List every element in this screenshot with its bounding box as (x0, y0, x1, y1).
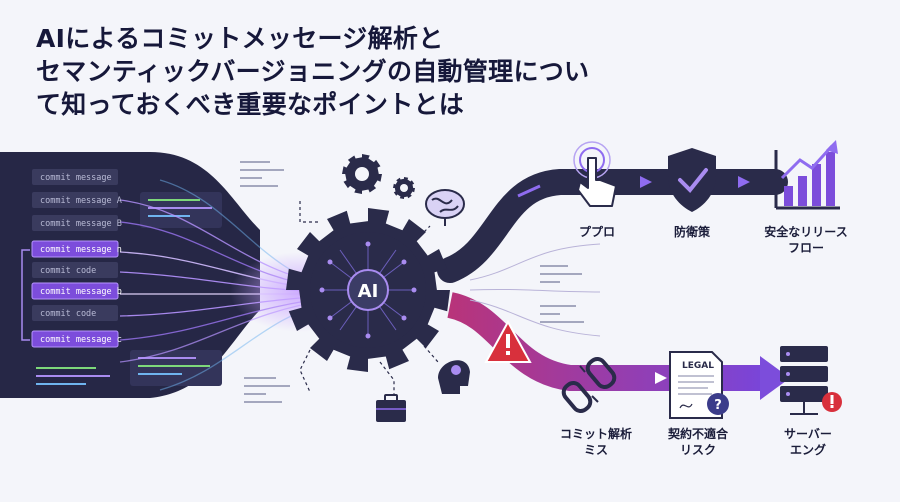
code-snippet-top (140, 192, 222, 228)
svg-text:エング: エング (790, 442, 826, 457)
commit-chip: commit message B (32, 215, 122, 231)
commit-chip: commit message (32, 169, 118, 185)
svg-text:ププロ: ププロ (579, 224, 615, 239)
svg-text:フロー: フロー (788, 241, 824, 255)
hand-pointer-icon (573, 141, 617, 207)
svg-text:防衛策: 防衛策 (674, 224, 711, 239)
code-decoration (240, 161, 584, 403)
legal-document-icon: LEGAL ? (669, 351, 729, 419)
commit-chip-label: commit message b (40, 287, 122, 297)
ai-label: AI (358, 281, 379, 302)
commit-chip-label: commit code (40, 309, 96, 319)
risk-arrowhead (760, 356, 790, 400)
svg-text:コミット解析: コミット解析 (560, 426, 632, 441)
commit-chip: commit message b (31, 282, 122, 300)
commit-chip: commit message c (31, 330, 122, 348)
warning-icon (484, 319, 532, 363)
commit-chip-label: commit code (40, 266, 96, 276)
branch-lines (469, 243, 601, 337)
svg-text:安全なリリース: 安全なリリース (764, 224, 847, 239)
benefit-path (437, 169, 788, 283)
benefit-arrow-1 (640, 176, 652, 188)
commit-chip-label: commit message c (40, 335, 122, 345)
risk-label-3: サーバー エング (784, 427, 832, 457)
benefit-label-1: ププロ (579, 224, 615, 239)
benefit-label-3: 安全なリリース フロー (764, 224, 847, 255)
commit-chip: commit code (32, 262, 118, 278)
title-line-3: て知っておくべき重要なポイントとは (36, 90, 465, 119)
commit-chip: commit message n (31, 240, 122, 258)
broken-chain-icon (561, 356, 617, 414)
code-snippet-left (36, 367, 110, 385)
head-gear-icon (438, 360, 470, 394)
connector-lines (299, 200, 439, 396)
brain-icon (425, 189, 465, 226)
commit-bracket (21, 249, 30, 341)
ai-engine: AI (286, 208, 450, 372)
page-title: AIによるコミットメッセージ解析と セマンティックバージョニングの自動管理につい… (36, 22, 636, 121)
benefit-path-arrow (517, 184, 541, 198)
benefit-arrow-2 (738, 176, 750, 188)
commit-chip: commit code (32, 305, 118, 321)
benefit-label-2: 防衛策 (674, 224, 711, 239)
risk-arrow-1 (655, 372, 667, 384)
svg-text:契約不適合: 契約不適合 (667, 426, 729, 441)
commit-chip-label: commit message (40, 173, 112, 183)
growth-chart-icon (774, 140, 840, 210)
svg-text:サーバー: サーバー (784, 427, 832, 441)
commit-chip-label: commit message B (40, 219, 122, 229)
commit-chip: commit message A (32, 192, 122, 208)
risk-label-1: コミット解析 ミス (560, 426, 632, 457)
gear-icon (393, 177, 415, 199)
legal-doc-header: LEGAL (682, 361, 714, 371)
title-line-2: セマンティックバージョニングの自動管理につい (36, 57, 590, 86)
commit-chip-label: commit message A (40, 196, 122, 206)
svg-text:リスク: リスク (680, 443, 716, 457)
gear-icon (342, 154, 382, 194)
server-error-icon (780, 346, 842, 415)
commit-chip-label: commit message n (40, 245, 122, 255)
briefcase-icon (376, 394, 406, 422)
svg-text:ミス: ミス (584, 443, 608, 457)
risk-label-2: 契約不適合 リスク (667, 426, 729, 457)
title-line-1: AIによるコミットメッセージ解析と (36, 24, 444, 53)
code-snippet-bottom (130, 350, 222, 386)
svg-text:?: ? (714, 398, 722, 413)
commit-list: commit message commit message A commit mes… (31, 169, 122, 348)
shield-check-icon (668, 148, 716, 212)
